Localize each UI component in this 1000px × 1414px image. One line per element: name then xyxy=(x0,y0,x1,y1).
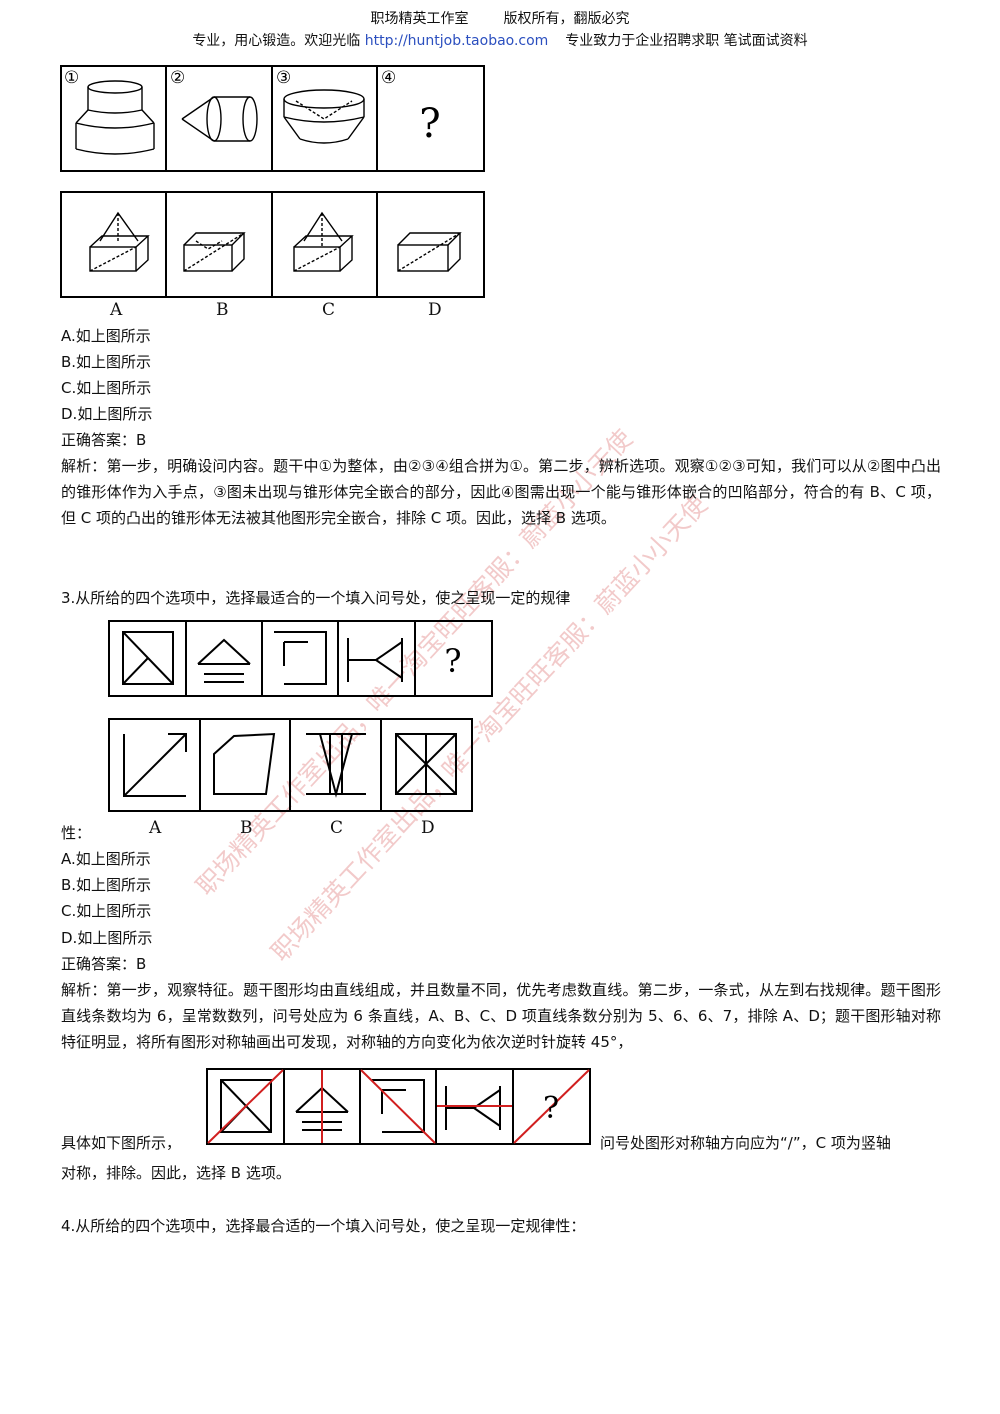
q4-question: 4.从所给的四个选项中，选择最合适的一个填入问号处，使之呈现一定规律性： xyxy=(61,1217,586,1235)
q2-choice-c[interactable]: C.如上图所示 xyxy=(61,379,152,397)
q2-choice-d[interactable]: D.如上图所示 xyxy=(61,405,153,423)
q3-symmetry-axis-figure: ? xyxy=(206,1068,591,1145)
q3-figure-row: ? xyxy=(108,620,493,697)
q3-choice-b[interactable]: B.如上图所示 xyxy=(61,876,152,894)
q3-option-d-shape xyxy=(395,733,457,795)
q3-figure-4-shape xyxy=(347,638,403,682)
q3-option-b-shape xyxy=(213,732,276,795)
q3-choice-c[interactable]: C.如上图所示 xyxy=(61,902,152,920)
q3-question-tail: 性： xyxy=(61,824,92,842)
q2-option-c-shape xyxy=(293,211,354,272)
q3-figure-2-shape xyxy=(197,638,251,683)
q3-figure-1-shape xyxy=(122,631,174,685)
q2-choice-b[interactable]: B.如上图所示 xyxy=(61,353,152,371)
q2-option-b-shape xyxy=(183,232,246,272)
q2-question-mark: ? xyxy=(419,101,440,147)
q3-question: 3.从所给的四个选项中，选择最适合的一个填入问号处，使之呈现一定的规律 xyxy=(61,589,571,607)
q2-option-label-a: A xyxy=(110,300,123,320)
q2-option-label-b: B xyxy=(216,300,229,320)
q2-figure-3-label: ③ xyxy=(276,68,291,88)
q2-figure-2-label: ② xyxy=(170,68,185,88)
q2-figure-4-label: ④ xyxy=(381,68,396,88)
q2-options-row xyxy=(60,191,485,298)
q3-option-label-c: C xyxy=(330,818,344,838)
header-copyright: 版权所有，翻版必究 xyxy=(503,11,630,27)
q3-options-row xyxy=(108,718,473,812)
q2-figure-3-shape xyxy=(283,89,365,144)
q3-figure-3-shape xyxy=(274,631,327,685)
q3-option-label-a: A xyxy=(149,818,162,838)
header-slogan: 专业，用心锻造。欢迎光临 xyxy=(192,33,361,49)
q2-figure-1-shape xyxy=(75,80,155,155)
q2-explanation: 解析：第一步，明确设问内容。题干中①为整体，由②③④组合拼为①。第二步，辨析选项… xyxy=(61,457,941,527)
q3-inline-after: 问号处图形对称轴方向应为“/”，C 项为竖轴 xyxy=(600,1134,891,1152)
q2-option-d-shape xyxy=(397,232,462,272)
q3-inline-before: 具体如下图所示， xyxy=(61,1134,182,1152)
q3-option-c-shape xyxy=(306,733,366,798)
q2-choice-a[interactable]: A.如上图所示 xyxy=(61,327,151,345)
q2-option-a-shape xyxy=(89,211,150,272)
q2-figure-2-shape xyxy=(181,96,258,142)
q2-figure-row: ① ② ③ ④ ? xyxy=(60,65,485,172)
q3-answer: 正确答案：B xyxy=(61,955,147,973)
q3-question-mark: ? xyxy=(444,642,461,680)
q3-option-label-b: B xyxy=(240,818,253,838)
q3-choice-a[interactable]: A.如上图所示 xyxy=(61,850,151,868)
q3-symmetry-axes xyxy=(207,1069,590,1144)
q3-option-a-shape xyxy=(123,733,187,797)
q3-explanation: 解析：第一步，观察特征。题干图形均由直线组成，并且数量不同，优先考虑数直线。第二… xyxy=(61,981,941,1051)
header-line-1: 职场精英工作室 版权所有，翻版必究 xyxy=(0,8,1000,28)
q3-choice-d[interactable]: D.如上图所示 xyxy=(61,929,153,947)
q2-figure-1-label: ① xyxy=(64,68,79,88)
header-url-link[interactable]: http://huntjob.taobao.com xyxy=(364,33,549,49)
q3-closing: 对称，排除。因此，选择 B 选项。 xyxy=(61,1164,291,1182)
header-studio: 职场精英工作室 xyxy=(370,11,469,27)
header-tagline: 专业致力于企业招聘求职 笔试面试资料 xyxy=(565,33,808,49)
q3-option-label-d: D xyxy=(421,818,435,838)
q2-option-label-d: D xyxy=(428,300,442,320)
q3-axis-question-mark: ? xyxy=(543,1091,559,1126)
header-line-2: 专业，用心锻造。欢迎光临 http://huntjob.taobao.com 专… xyxy=(0,30,1000,50)
q2-option-label-c: C xyxy=(322,300,336,320)
q2-answer: 正确答案：B xyxy=(61,431,147,449)
